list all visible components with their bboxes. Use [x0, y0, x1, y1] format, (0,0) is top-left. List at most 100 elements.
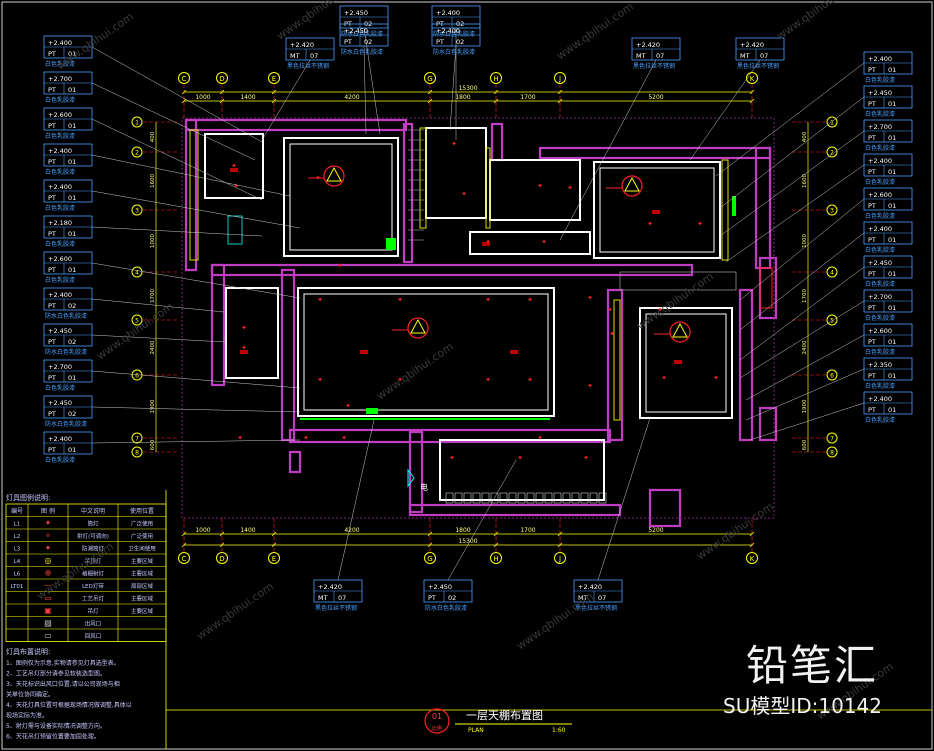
zone-master-bedroom	[593, 161, 721, 259]
tag-top-5-num: 07	[656, 52, 664, 60]
grid-label-4: 4	[830, 270, 834, 277]
downlight-icon: ✦	[45, 519, 52, 528]
dim-total-tick-5	[557, 542, 563, 548]
legend-id-5: LT01	[11, 584, 24, 590]
dim-value-1: 1400	[240, 94, 255, 101]
legend-name-3: 吊顶灯	[85, 557, 102, 565]
tag-left-5-code: PT	[48, 230, 56, 238]
tag-top-4-desc: 黑色拉丝不锈钢	[287, 62, 329, 70]
legend-header-2: 中文说明	[81, 507, 105, 515]
downlight-icon: ✦	[233, 182, 239, 190]
leader-top-6	[689, 59, 761, 161]
dining-inner	[645, 313, 727, 413]
leader-right-9	[745, 368, 865, 421]
tag-right-1-desc: 白色乳胶漆	[865, 110, 895, 118]
cabinet-5	[490, 492, 499, 504]
grid-label-8: 8	[830, 450, 834, 457]
tag-right-4-code: PT	[868, 202, 876, 210]
drawing-title: 一层天棚布置图	[466, 708, 543, 722]
wall-3	[490, 122, 504, 162]
pendant-lamp-icon: ▭	[44, 594, 52, 603]
tag-top-4-height: +2.420	[290, 41, 314, 49]
dim-total-tick-3	[427, 89, 433, 95]
tag-left-7-height: +2.400	[48, 291, 72, 299]
grid-label-J: J	[558, 555, 561, 563]
downlight-icon: ✦	[397, 296, 403, 304]
dim-value-5: 1900	[802, 399, 808, 413]
grid-label-C: C	[182, 555, 187, 563]
dim-tick-4	[493, 531, 499, 537]
led-strip-icon: —	[44, 581, 52, 590]
dim-total-tick-5	[557, 89, 563, 95]
legend-id-3: L4	[14, 559, 21, 565]
tag-right-4-desc: 白色乳胶漆	[865, 212, 895, 220]
wall-outline	[181, 117, 775, 519]
leader-left-9	[91, 370, 301, 389]
tag-right-5-height: +2.400	[868, 225, 892, 233]
zone-hall	[469, 231, 591, 255]
tag-right-9-num: 01	[888, 372, 896, 380]
grid-label-K: K	[750, 75, 755, 83]
leader-bottom-0	[337, 419, 375, 581]
led-strip-0	[300, 418, 550, 420]
watermark-site-4: www.qbihui.com	[94, 300, 176, 363]
watermark-site-5: www.qbihui.com	[374, 340, 456, 403]
tag-bottom-2-desc: 黑色拉丝不锈钢	[575, 604, 617, 612]
tag-right-2-height: +2.700	[868, 123, 892, 131]
downlight-icon: ✦	[241, 344, 247, 352]
tag-left-8-height: +2.450	[48, 327, 72, 335]
dim-value-4: 1700	[520, 527, 535, 534]
drawing-number-circle	[424, 708, 450, 734]
dim-tick-5	[557, 531, 563, 537]
notes-line-4: 4、天花灯具位置可根据现场情况做调整,具体以	[6, 701, 132, 709]
tag-top-5-code: MT	[636, 52, 646, 60]
tag-top-2-code: PT	[344, 38, 352, 46]
tag-right-10-desc: 白色乳胶漆	[865, 416, 895, 424]
tag-top-4-num: 07	[310, 52, 318, 60]
tag-left-1-code: PT	[48, 86, 56, 94]
air-outlet-icon	[407, 468, 415, 488]
dim-value-2: 1000	[150, 234, 156, 248]
zone-corridor	[225, 287, 279, 379]
zone-living-room	[297, 287, 555, 417]
grid-label-2: 2	[135, 150, 139, 157]
tag-right-3-code: PT	[868, 168, 876, 176]
cabinet-8	[517, 492, 526, 504]
tag-left-2-height: +2.600	[48, 111, 72, 119]
legend-pos-0: 广泛使用	[131, 520, 153, 528]
cabinet-0	[445, 492, 454, 504]
leader-right-0	[715, 62, 865, 177]
light-label-0	[230, 168, 238, 172]
downlight-icon: ✦	[397, 376, 403, 384]
dim-value-6: 600	[802, 439, 808, 450]
zone-dining	[639, 307, 733, 419]
grid-label-G: G	[427, 75, 432, 83]
legend-id-1: L2	[14, 534, 21, 540]
grid-bubble-8	[826, 446, 838, 458]
dim-value-0: 1000	[195, 94, 210, 101]
ceiling-lamp-triangle	[672, 322, 688, 338]
ceiling-lamp-ring	[669, 321, 691, 343]
light-label-3	[652, 210, 660, 214]
tag-left-2-code: PT	[48, 122, 56, 130]
grid-bubble-K	[746, 552, 758, 564]
leader-lines	[91, 27, 865, 581]
tag-left-7-desc: 防水白色乳胶漆	[45, 312, 87, 320]
downlight-icon: ✦	[541, 238, 547, 246]
tag-right-0-height: +2.400	[868, 55, 892, 63]
tag-left-1-num: 01	[68, 86, 76, 94]
grid-bubble-7	[826, 432, 838, 444]
dim-value-5: 5200	[648, 94, 663, 101]
downlight-icon: ✦	[485, 376, 491, 384]
cabinet-13	[562, 492, 571, 504]
tag-left-4-height: +2.400	[48, 183, 72, 191]
